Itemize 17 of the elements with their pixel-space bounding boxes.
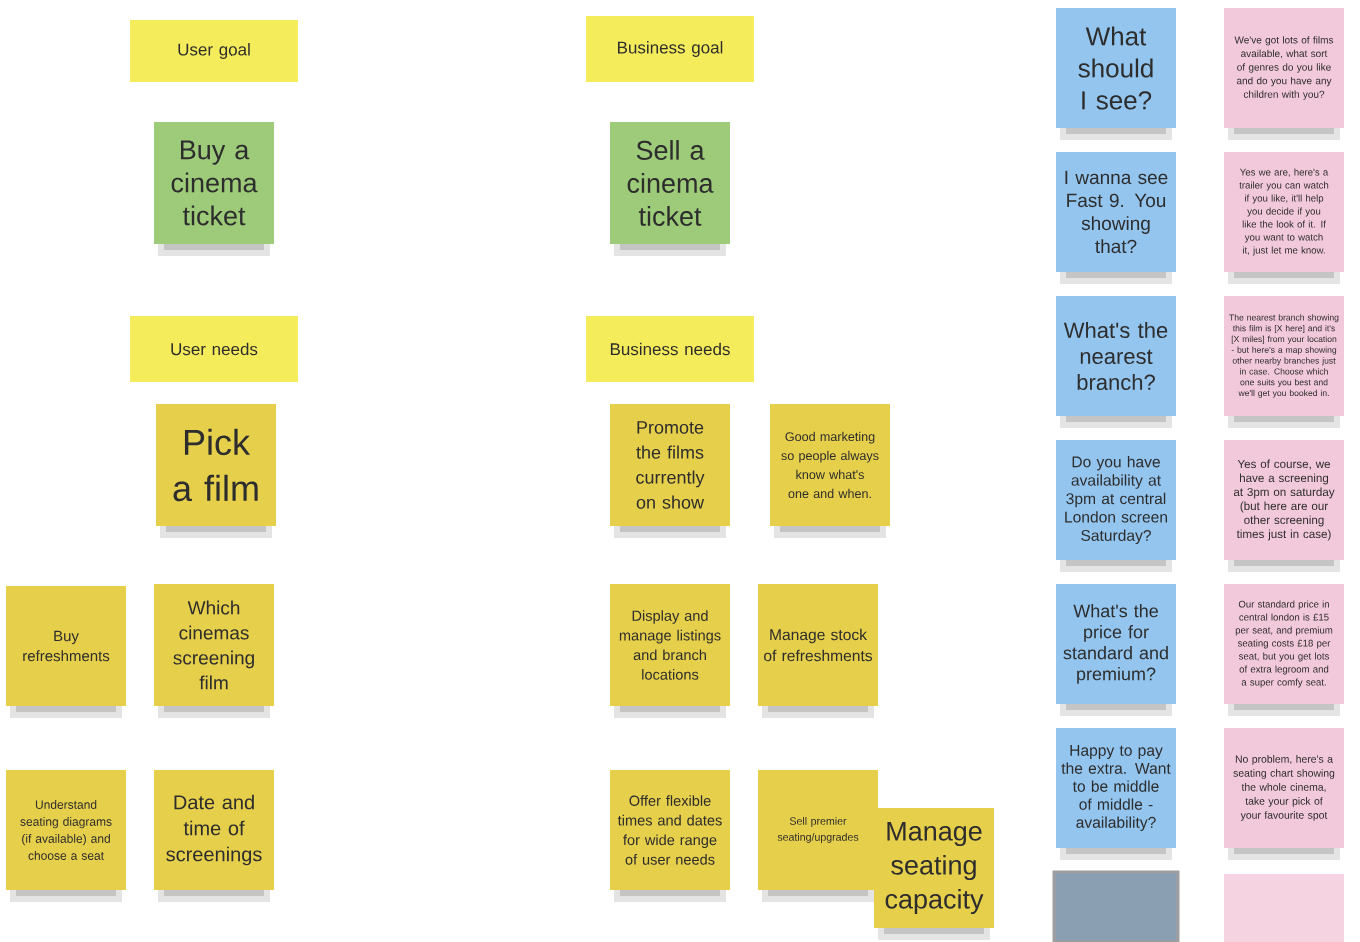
sticky-note: Promote the films currently on show <box>610 404 730 538</box>
heading-note: Business goal <box>586 16 754 82</box>
sticky-note: I wanna see Fast 9. You showing that? <box>1056 152 1176 284</box>
sticky-note <box>1052 870 1180 942</box>
sticky-note: Sell a cinema ticket <box>610 122 730 256</box>
sticky-note: What's the price for standard and premium? <box>1056 584 1176 716</box>
sticky-note: Pick a film <box>156 404 276 538</box>
heading-note: User needs <box>130 316 298 382</box>
sticky-note: Buy a cinema ticket <box>154 122 274 256</box>
sticky-note: Which cinemas screening film <box>154 584 274 718</box>
heading-note: Business needs <box>586 316 754 382</box>
sticky-note: What's the nearest branch? <box>1056 296 1176 428</box>
heading-note: User goal <box>130 20 298 82</box>
sticky-note: Date and time of screenings <box>154 770 274 902</box>
sticky-note: Manage seating capacity <box>874 808 994 940</box>
sticky-note: What should I see? <box>1056 8 1176 140</box>
sticky-note <box>1224 874 1344 942</box>
